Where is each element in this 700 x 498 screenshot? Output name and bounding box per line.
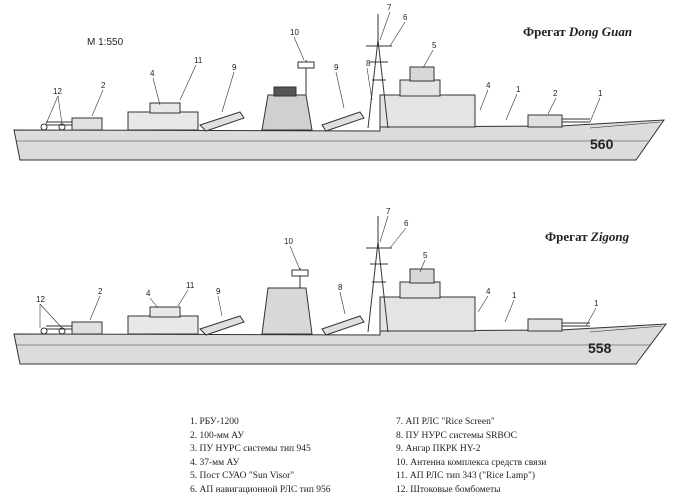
callout-3: 1 bbox=[516, 85, 521, 94]
callout-1: 1 bbox=[594, 299, 599, 308]
funnel bbox=[261, 94, 313, 131]
ship-drawing-zigong: 1 1 4 5 6 7 8 10 9 11 4 2 12 558 bbox=[13, 207, 668, 365]
callout-4b: 4 bbox=[146, 289, 151, 298]
hull bbox=[13, 323, 668, 365]
callout-9b: 9 bbox=[232, 63, 237, 72]
callout-4: 4 bbox=[486, 81, 491, 90]
aft-deckhouse bbox=[127, 111, 199, 131]
callout-7: 7 bbox=[386, 207, 391, 216]
hull-number: 560 bbox=[590, 136, 614, 152]
legend-item: 9. Ангар ПКРК HY-2 bbox=[396, 444, 481, 455]
main-superstructure bbox=[379, 296, 476, 332]
main-superstructure bbox=[379, 94, 476, 128]
callout-1: 1 bbox=[598, 89, 603, 98]
callout-4b: 4 bbox=[150, 69, 155, 78]
callout-2: 2 bbox=[98, 287, 103, 296]
legend-item: 12. Штоковые бомбометы bbox=[396, 484, 501, 495]
callout-8: 8 bbox=[366, 59, 371, 68]
legend-item: 5. Пост СУАО "Sun Visor" bbox=[190, 471, 295, 482]
legend-item: 4. 37-мм АУ bbox=[190, 457, 240, 468]
hull-number: 558 bbox=[588, 340, 612, 356]
hangar-aft bbox=[199, 315, 245, 336]
callout-12: 12 bbox=[53, 87, 62, 96]
ship-title-name: Dong Guan bbox=[568, 24, 633, 39]
callout-12: 12 bbox=[36, 295, 45, 304]
funnel bbox=[261, 287, 313, 335]
callout-5: 5 bbox=[423, 251, 428, 260]
gun-fwd-100mm bbox=[527, 318, 563, 332]
callout-8: 8 bbox=[338, 283, 343, 292]
aft-deckhouse bbox=[127, 315, 199, 335]
callout-4: 4 bbox=[486, 287, 491, 296]
legend-item: 8. ПУ НУРС системы SRBOC bbox=[396, 430, 517, 441]
hangar-fwd bbox=[321, 315, 365, 336]
callout-11: 11 bbox=[186, 281, 195, 290]
callout-10: 10 bbox=[290, 28, 299, 37]
callout-11: 11 bbox=[194, 56, 203, 65]
gun-fwd-100mm bbox=[527, 114, 563, 128]
callout-6: 6 bbox=[403, 13, 408, 22]
ship-title-name: Zigong bbox=[590, 229, 630, 244]
callout-9: 9 bbox=[334, 63, 339, 72]
ship-title-prefix: Фрегат bbox=[545, 229, 591, 244]
callout-10: 10 bbox=[284, 237, 293, 246]
callout-3: 1 bbox=[512, 291, 517, 300]
scale-label: М 1:550 bbox=[87, 37, 124, 48]
legend-right: 7. АП РЛС "Rice Screen" 8. ПУ НУРС систе… bbox=[396, 416, 546, 498]
ship-drawing-dong-guan: 1 2 1 4 5 6 7 8 9 10 9 11 4 2 12 560 bbox=[13, 3, 666, 161]
ship-title-dong-guan: Фрегат Dong Guan bbox=[523, 24, 632, 40]
legend-left: 1. РБУ-1200 2. 100-мм АУ 3. ПУ НУРС сист… bbox=[190, 416, 331, 498]
legend-item: 11. АП РЛС тип 343 ("Rice Lamp") bbox=[396, 471, 536, 482]
legend-item: 1. РБУ-1200 bbox=[190, 417, 239, 427]
legend-item: 7. АП РЛС "Rice Screen" bbox=[396, 417, 495, 427]
legend-item: 3. ПУ НУРС системы тип 945 bbox=[190, 444, 311, 455]
hangar-aft bbox=[199, 111, 245, 132]
legend-item: 6. АП навигационной РЛС тип 956 bbox=[190, 484, 331, 495]
legend-item: 10. Антенна комплекса средств связи bbox=[396, 457, 547, 468]
callout-7: 7 bbox=[387, 3, 392, 12]
hangar-fwd bbox=[321, 111, 365, 132]
callout-5: 5 bbox=[432, 41, 437, 50]
callout-2: 2 bbox=[553, 89, 558, 98]
callout-2b: 2 bbox=[101, 81, 106, 90]
callout-9: 9 bbox=[216, 287, 221, 296]
callout-6: 6 bbox=[404, 219, 409, 228]
gun-aft-100mm bbox=[71, 321, 103, 335]
ship-title-prefix: Фрегат bbox=[523, 24, 569, 39]
ship-title-zigong: Фрегат Zigong bbox=[545, 229, 629, 245]
gun-aft-100mm bbox=[71, 117, 103, 131]
legend-item: 2. 100-мм АУ bbox=[190, 430, 245, 441]
